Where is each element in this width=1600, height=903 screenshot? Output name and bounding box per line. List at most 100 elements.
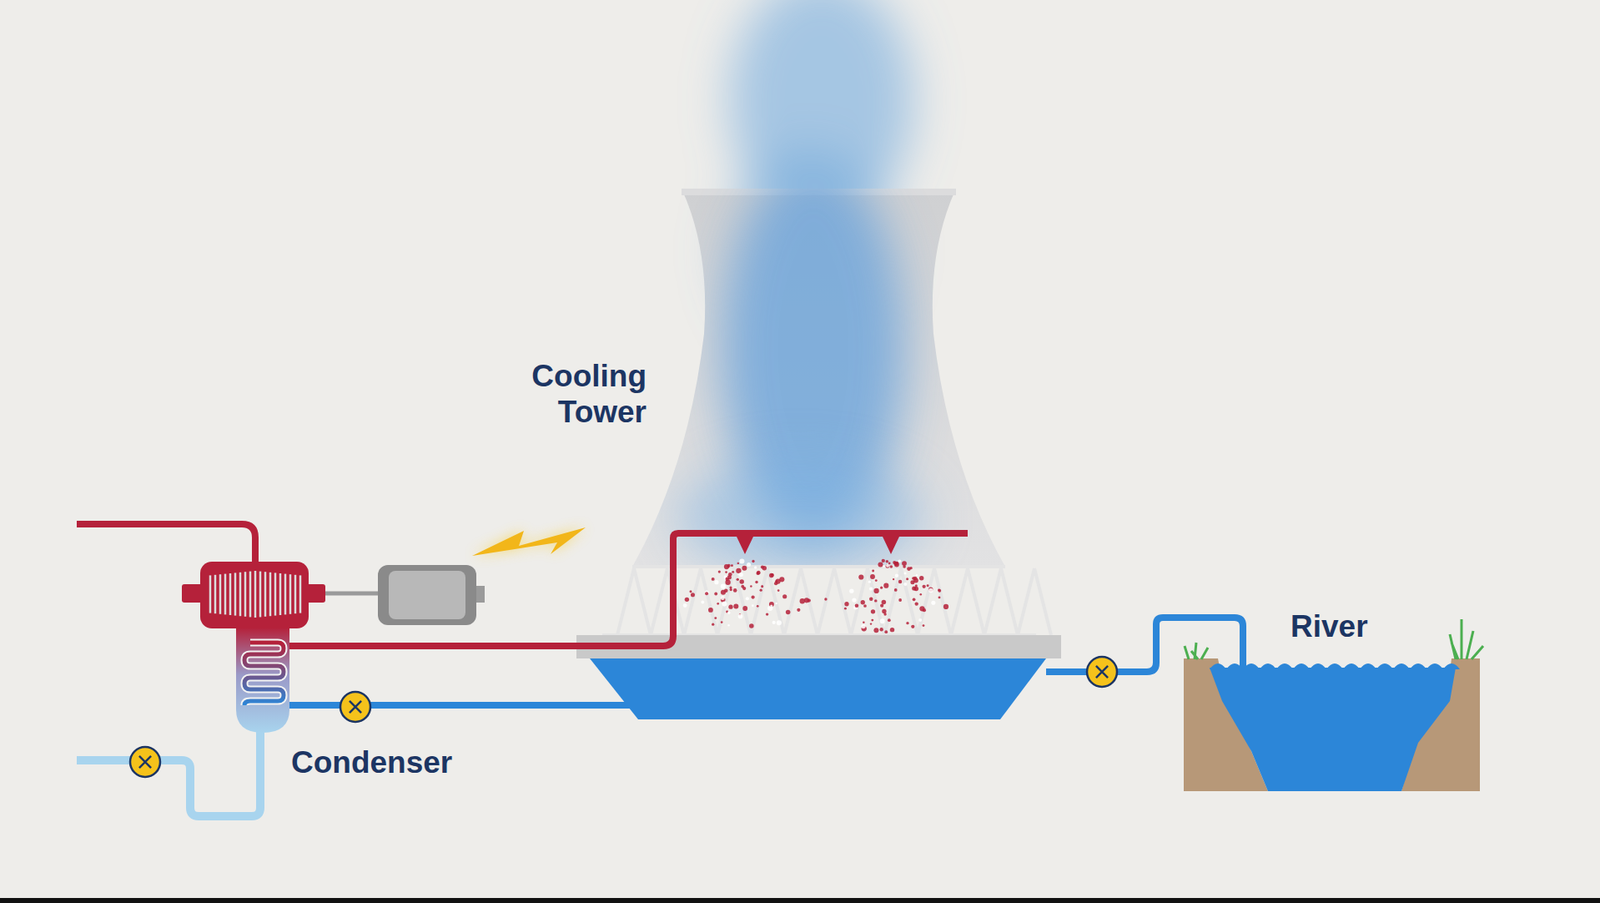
water-droplet — [720, 583, 726, 589]
water-droplet — [785, 609, 791, 615]
spray-nozzle — [736, 536, 900, 554]
water-droplet — [711, 623, 715, 626]
water-droplet — [760, 584, 764, 588]
water-droplet — [730, 563, 734, 567]
lattice-strut — [700, 568, 718, 635]
water-droplet — [897, 558, 901, 563]
water-droplet — [751, 603, 755, 607]
water-droplet — [741, 565, 747, 571]
water-droplet — [683, 603, 688, 608]
lattice-strut — [784, 568, 801, 635]
water-droplet — [765, 612, 769, 615]
water-droplet — [943, 603, 949, 609]
turbine-blade — [264, 571, 267, 617]
lattice-strut — [884, 568, 901, 635]
water-droplet — [912, 597, 916, 601]
hot-water-pipe — [275, 533, 968, 646]
water-droplet — [700, 599, 705, 604]
generator-face — [388, 570, 466, 619]
water-droplet — [898, 579, 902, 584]
turbine-blade — [259, 571, 262, 618]
turbine-blade — [239, 572, 242, 616]
turbine-body — [200, 561, 309, 629]
water-droplet — [714, 616, 717, 619]
water-droplet — [746, 562, 751, 567]
turbine-blade — [284, 573, 287, 615]
water-droplet — [708, 607, 714, 613]
water-droplet — [751, 559, 755, 563]
water-droplet — [749, 584, 752, 587]
water-droplet — [915, 601, 919, 605]
water-droplet — [855, 603, 860, 608]
lattice-strut — [617, 568, 634, 635]
water-droplet — [727, 623, 730, 627]
water-droplet — [720, 620, 724, 624]
water-droplet — [870, 608, 876, 614]
water-droplet — [870, 622, 872, 624]
water-droplet — [774, 602, 777, 604]
water-droplet — [724, 570, 728, 574]
water-droplet — [892, 578, 895, 580]
water-droplet — [903, 582, 907, 586]
lattice-strut — [650, 568, 668, 635]
water-droplet — [775, 578, 781, 584]
lattice-strut — [684, 568, 701, 635]
water-droplet — [731, 570, 735, 574]
water-droplet — [777, 588, 780, 592]
water-droplet — [733, 588, 738, 593]
pump-cross — [133, 749, 157, 774]
water-droplet — [926, 583, 930, 587]
water-spray — [683, 558, 949, 634]
water-droplet — [888, 562, 891, 565]
lattice-strut — [950, 568, 968, 635]
water-droplet — [915, 583, 918, 587]
river-water — [1209, 667, 1456, 791]
water-droplet — [910, 624, 915, 629]
water-droplet — [873, 627, 879, 633]
lattice-strut — [1001, 568, 1018, 635]
water-droplet — [881, 608, 886, 614]
water-droplet — [756, 570, 761, 575]
generator-end — [476, 585, 485, 603]
nozzle — [882, 536, 900, 554]
lattice-strut — [834, 568, 851, 635]
water-droplet — [728, 603, 733, 609]
water-droplet — [727, 610, 731, 614]
water-droplet — [860, 623, 866, 629]
water-droplet — [737, 562, 740, 564]
water-droplet — [870, 573, 876, 579]
water-droplet — [938, 595, 941, 599]
water-droplet — [871, 569, 875, 573]
water-droplet — [728, 572, 733, 577]
water-droplet — [684, 597, 690, 602]
water-droplet — [869, 586, 873, 590]
water-droplet — [885, 559, 890, 564]
condensate-pipe — [76, 725, 261, 816]
water-droplet — [739, 558, 745, 564]
water-droplet — [869, 597, 874, 602]
water-droplet — [759, 588, 763, 592]
turbine-blade — [289, 573, 292, 614]
water-droplet — [894, 562, 900, 568]
condenser-coil — [244, 642, 284, 705]
drive-shaft — [325, 591, 380, 596]
lattice-strut — [850, 568, 868, 635]
water-droplet — [905, 577, 909, 580]
water-droplet — [880, 618, 886, 624]
turbine-blade — [209, 574, 212, 613]
pump-symbol — [340, 691, 371, 722]
water-droplet — [851, 597, 856, 602]
water-droplet — [796, 608, 800, 612]
lattice-strut — [1034, 568, 1052, 635]
water-droplet — [782, 593, 787, 599]
water-droplet — [877, 562, 883, 568]
water-droplet — [890, 564, 894, 569]
turbine-blade — [219, 573, 222, 614]
lattice-strut — [967, 568, 985, 635]
water-droplet — [727, 565, 730, 569]
steam-pipe — [76, 523, 256, 564]
water-droplet — [772, 620, 776, 624]
condenser-label: Condenser — [291, 744, 492, 781]
tower-lattice — [602, 566, 1052, 635]
